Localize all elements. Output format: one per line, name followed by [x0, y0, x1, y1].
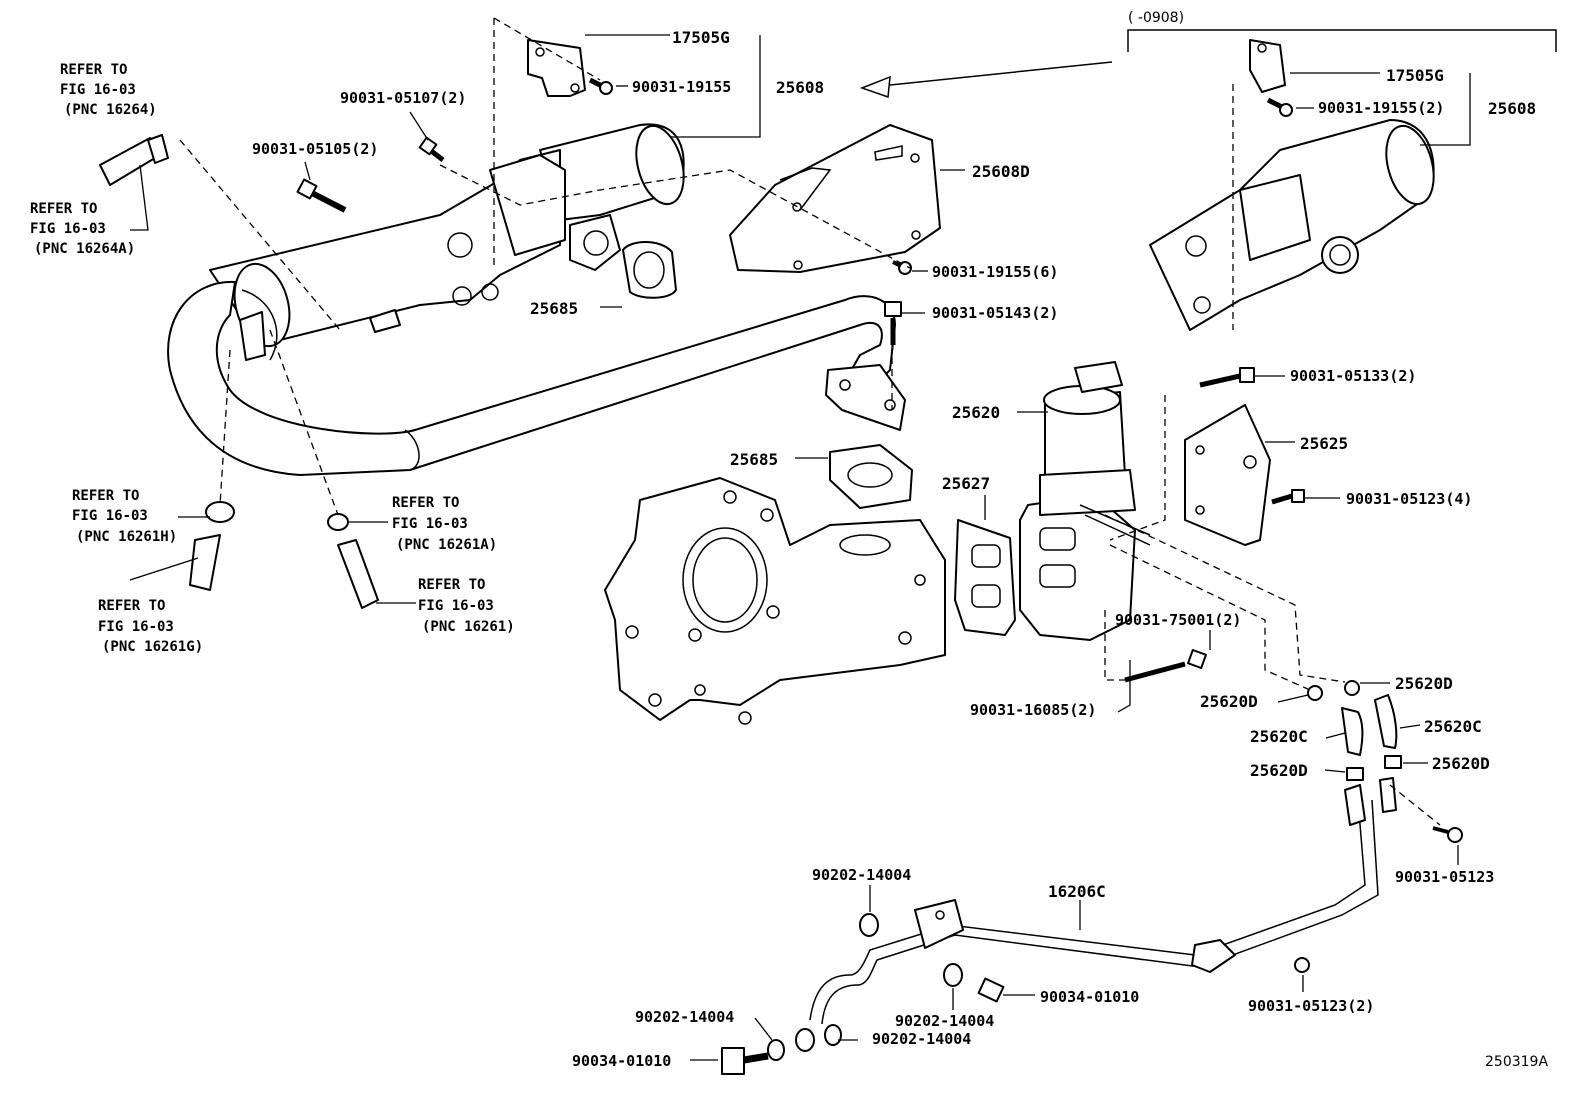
label-25620c-b: 25620C — [1424, 717, 1482, 736]
svg-text:FIG 16-03: FIG 16-03 — [72, 508, 148, 524]
label-05105: 90031-05105(2) — [252, 140, 378, 158]
bolt-05105 — [296, 178, 347, 213]
refer-note-16264a: REFER TO FIG 16-03 (PNC 16264A) — [30, 201, 135, 257]
bolt-05143 — [884, 301, 902, 345]
label-16085: 90031-16085(2) — [970, 701, 1096, 719]
label-19155-a: 90031-19155 — [632, 78, 731, 96]
svg-text:(PNC 16264): (PNC 16264) — [64, 102, 157, 118]
svg-text:FIG 16-03: FIG 16-03 — [98, 619, 174, 635]
refer-note-16261g: REFER TO FIG 16-03 (PNC 16261G) — [98, 598, 203, 655]
banjo-bolt-01010-b — [721, 1047, 769, 1075]
svg-text:(PNC 16261): (PNC 16261) — [422, 619, 515, 635]
egr-pipe — [167, 280, 906, 476]
gasket-25627 — [954, 519, 1016, 636]
label-05143: 90031-05143(2) — [932, 304, 1058, 322]
leader-lines — [129, 17, 1471, 1061]
egr-cooler-variant — [1149, 39, 1435, 331]
variant-bracket: ( -0908) — [859, 10, 1557, 99]
label-05123-2: 90031-05123(2) — [1248, 997, 1374, 1015]
bracket-17505g — [527, 39, 586, 97]
bolt-19155-2 — [1266, 97, 1293, 117]
label-17505g-a: 17505G — [672, 28, 730, 47]
label-75001: 90031-75001(2) — [1115, 611, 1241, 629]
svg-text:(PNC 16261G): (PNC 16261G) — [102, 639, 203, 655]
label-25620d-b: 25620D — [1395, 674, 1453, 693]
label-25608-a: 25608 — [776, 78, 824, 97]
svg-text:REFER TO: REFER TO — [392, 495, 459, 511]
label-25620: 25620 — [952, 403, 1000, 422]
refer-note-16264: REFER TO FIG 16-03 (PNC 16264) — [60, 62, 157, 118]
pipe-flange — [825, 364, 906, 431]
bolt-19155-6 — [892, 260, 912, 275]
bolt-19155 — [588, 77, 613, 95]
label-25620d-a: 25620D — [1200, 692, 1258, 711]
label-05107: 90031-05107(2) — [340, 89, 466, 107]
cooler-shell-lower — [209, 149, 561, 346]
svg-text:(PNC 16261A): (PNC 16261A) — [396, 537, 497, 553]
label-01010-a: 90034-01010 — [1040, 988, 1139, 1006]
label-16206c: 16206C — [1048, 882, 1106, 901]
gasket-25685-lower — [829, 444, 913, 509]
bolt-05133 — [1199, 367, 1255, 388]
vacuum-hoses — [1307, 680, 1402, 781]
label-17505g-b: 17505G — [1386, 66, 1444, 85]
bolt-05123-single — [1432, 826, 1463, 843]
egr-valve-25620 — [1019, 361, 1151, 641]
label-05133: 90031-05133(2) — [1290, 367, 1416, 385]
label-05123-4: 90031-05123(4) — [1346, 490, 1472, 508]
svg-text:REFER TO: REFER TO — [98, 598, 165, 614]
svg-text:FIG 16-03: FIG 16-03 — [60, 82, 136, 98]
svg-text:(PNC 16264A): (PNC 16264A) — [34, 241, 135, 257]
label-25620d-d: 25620D — [1432, 754, 1490, 773]
label-14004-b: 90202-14004 — [895, 1012, 994, 1030]
svg-text:REFER TO: REFER TO — [60, 62, 127, 78]
svg-text:REFER TO: REFER TO — [30, 201, 97, 217]
label-25620d-c: 25620D — [1250, 761, 1308, 780]
label-25625: 25625 — [1300, 434, 1348, 453]
refer-note-16261a: REFER TO FIG 16-03 (PNC 16261A) — [392, 495, 497, 553]
bolt-05123-4 — [1271, 489, 1305, 505]
fuel-line-16206c — [721, 777, 1463, 1075]
svg-text:REFER TO: REFER TO — [72, 488, 139, 504]
label-05123-a: 90031-05123 — [1395, 868, 1494, 886]
label-14004-d: 90202-14004 — [635, 1008, 734, 1026]
label-25608-b: 25608 — [1488, 99, 1536, 118]
gasket-25685-upper — [622, 241, 677, 299]
label-25685-a: 25685 — [530, 299, 578, 318]
label-01010-b: 90034-01010 — [572, 1052, 671, 1070]
banjo-bolt-01010-a — [977, 977, 1005, 1003]
bracket-25625 — [1184, 367, 1305, 546]
label-19155-6: 90031-19155(6) — [932, 263, 1058, 281]
heat-shield-25608d — [729, 124, 941, 275]
bolt-05123-2 — [1294, 957, 1310, 973]
svg-text:FIG 16-03: FIG 16-03 — [418, 598, 494, 614]
stud-16085 — [1124, 661, 1186, 683]
label-25608d: 25608D — [972, 162, 1030, 181]
svg-text:(PNC 16261H): (PNC 16261H) — [76, 529, 177, 545]
nut-75001 — [1187, 649, 1207, 669]
label-25620c-a: 25620C — [1250, 727, 1308, 746]
label-25685-b: 25685 — [730, 450, 778, 469]
refer-note-16261: REFER TO FIG 16-03 (PNC 16261) — [418, 577, 515, 635]
variant-note: ( -0908) — [1128, 10, 1184, 26]
hoses-left — [99, 134, 379, 609]
svg-text:REFER TO: REFER TO — [418, 577, 485, 593]
refer-note-16261h: REFER TO FIG 16-03 (PNC 16261H) — [72, 488, 177, 545]
bolt-05107 — [418, 136, 445, 162]
label-14004-c: 90202-14004 — [872, 1030, 971, 1048]
figure-id: 250319A — [1485, 1054, 1548, 1070]
intake-housing — [604, 477, 946, 725]
label-25627: 25627 — [942, 474, 990, 493]
labels: 17505G 90031-19155 25608 90031-05107(2) … — [30, 28, 1548, 1070]
egr-cooler-main — [209, 39, 685, 348]
svg-text:FIG 16-03: FIG 16-03 — [392, 516, 468, 532]
label-14004-a: 90202-14004 — [812, 866, 911, 884]
arrow-icon — [859, 75, 891, 99]
label-19155-2: 90031-19155(2) — [1318, 99, 1444, 117]
washers — [767, 913, 963, 1061]
svg-text:FIG 16-03: FIG 16-03 — [30, 221, 106, 237]
